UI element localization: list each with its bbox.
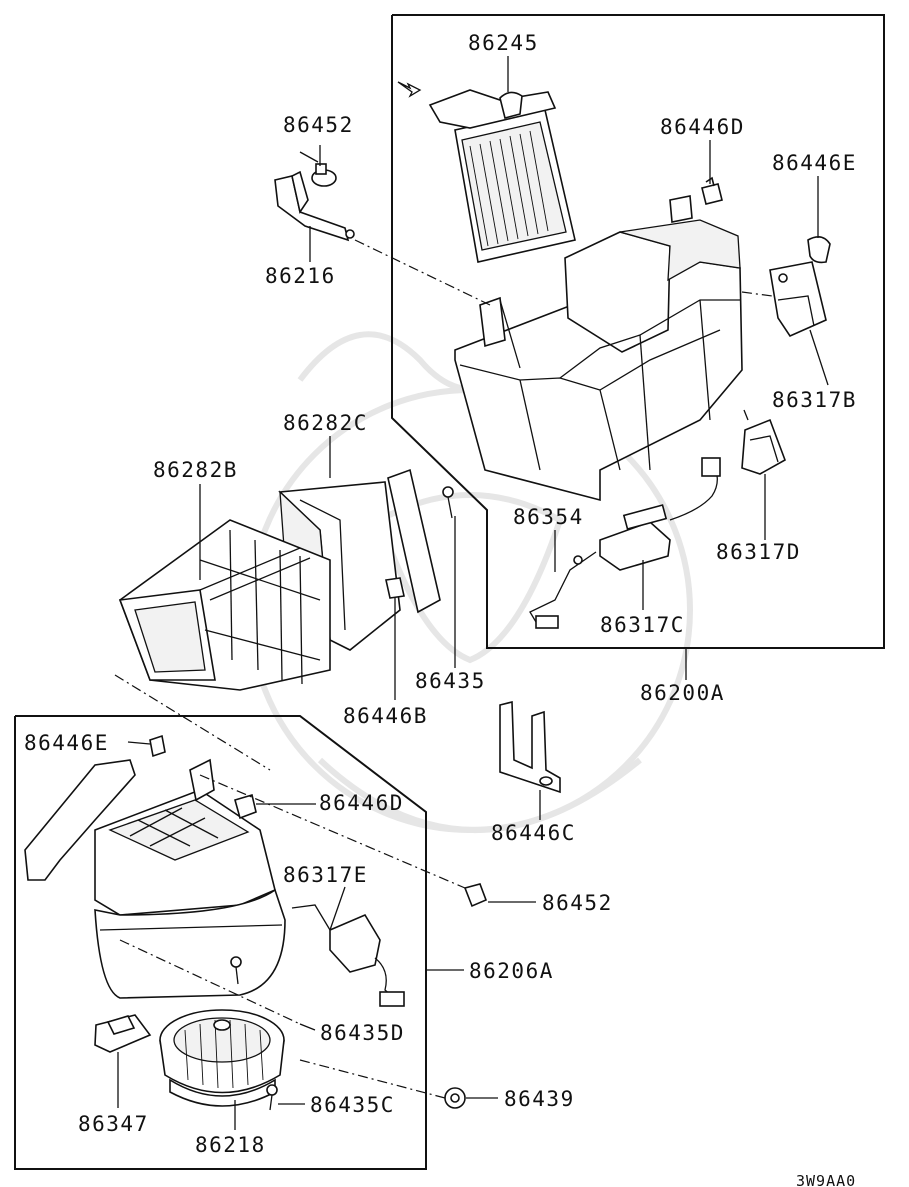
label-86446C: 86446C <box>491 821 576 845</box>
label-86206A: 86206A <box>469 959 554 983</box>
label-86354: 86354 <box>513 505 584 529</box>
label-86446D-bottom: 86446D <box>319 791 404 815</box>
screw-86435 <box>442 486 454 519</box>
screw-86435C <box>266 1084 278 1111</box>
blower-case <box>24 758 286 999</box>
screw-86435D <box>230 956 242 985</box>
label-86216: 86216 <box>265 264 336 288</box>
diagram-code: 3W9AA0 <box>796 1172 856 1187</box>
label-86317B: 86317B <box>772 388 857 412</box>
bolt-86452-top <box>299 151 337 187</box>
label-86452-bottom: 86452 <box>542 891 613 915</box>
label-86439: 86439 <box>504 1087 575 1111</box>
leader-lines <box>114 56 829 1130</box>
actuator-86317E <box>291 904 405 1007</box>
resistor-86347 <box>94 1014 152 1053</box>
actuator-86317D <box>741 409 786 475</box>
label-86446B: 86446B <box>343 704 428 728</box>
clip-86446D-top <box>701 176 723 205</box>
blower-motor-86218 <box>159 1009 285 1107</box>
assembly-box-86200A <box>391 14 885 649</box>
label-86200A: 86200A <box>640 681 725 705</box>
nut-86439 <box>444 1087 466 1109</box>
clip-86446E-top <box>807 236 831 264</box>
bolt-86452-bottom <box>463 883 488 908</box>
clip-86446E-bottom <box>149 734 166 758</box>
label-86446D-top: 86446D <box>660 115 745 139</box>
label-86435D: 86435D <box>320 1021 405 1045</box>
label-86317E: 86317E <box>283 863 368 887</box>
label-86435: 86435 <box>415 669 486 693</box>
bracket-86216 <box>274 170 355 242</box>
label-86282B: 86282B <box>153 458 238 482</box>
duct-86282B <box>118 519 331 691</box>
label-86446E-bottom: 86446E <box>24 731 109 755</box>
actuator-86317B <box>741 261 827 338</box>
label-86282C: 86282C <box>283 411 368 435</box>
heater-core <box>397 81 576 263</box>
clip-86446D-bottom <box>234 793 257 820</box>
clip-86446B <box>385 577 405 599</box>
label-86317D: 86317D <box>716 540 801 564</box>
heater-case <box>454 195 743 502</box>
bracket-86446C <box>499 700 561 794</box>
label-86452-top: 86452 <box>283 113 354 137</box>
assembly-box-86206A <box>14 715 427 1170</box>
label-86245: 86245 <box>468 31 539 55</box>
label-86347: 86347 <box>78 1112 149 1136</box>
label-86446E-top: 86446E <box>772 151 857 175</box>
part-labels: 86245 86452 86446D 86446E 86216 86317B 8… <box>24 31 857 1187</box>
label-86435C: 86435C <box>310 1093 395 1117</box>
label-86218: 86218 <box>195 1133 266 1157</box>
label-86317C: 86317C <box>600 613 685 637</box>
actuator-86317C <box>529 457 721 629</box>
